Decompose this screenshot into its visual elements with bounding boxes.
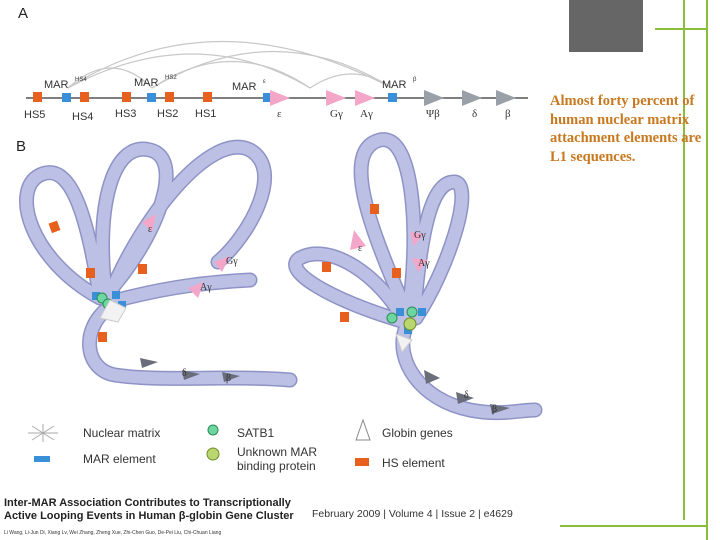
hs-labels: HS5 HS4 HS3 HS2 HS1	[24, 108, 216, 123]
unknown-mar-protein-icon	[206, 447, 220, 461]
figure-legend: Nuclear matrix SATB1 Globin genes MAR el…	[28, 418, 453, 473]
mar-label: MAR	[134, 77, 159, 89]
panel-a-label: A	[18, 5, 28, 22]
panel-b-label: B	[16, 138, 26, 155]
loop-label: δ	[464, 390, 469, 401]
hs-label: HS2	[157, 108, 178, 120]
chromatin-loops-right	[288, 132, 543, 421]
loop-label: β	[226, 373, 231, 384]
legend-mar-element: MAR element	[83, 452, 156, 466]
journal-info: February 2009 | Volume 4 | Issue 2 | e46…	[312, 508, 513, 520]
loop-label: Gγ	[414, 230, 426, 241]
gene-label: δ	[472, 108, 477, 120]
mar-label: MAR	[382, 79, 407, 91]
slide-caption: Almost forty percent of human nuclear ma…	[550, 93, 702, 165]
legend-satb1: SATB1	[237, 426, 274, 440]
gene-label: Ψβ	[426, 108, 440, 120]
gene-label: Aγ	[360, 108, 373, 120]
mar-superscript: HS4	[75, 77, 87, 83]
loop-label: ε	[358, 243, 362, 254]
legend-unknown-mar: Unknown MAR binding protein	[237, 445, 320, 473]
mar-superscript: HS2	[165, 75, 177, 81]
hs-label: HS1	[195, 108, 216, 120]
legend-hs-element: HS element	[382, 456, 445, 470]
decorative-accent-line	[683, 0, 685, 520]
mar-elements	[62, 93, 397, 102]
satb1-icon	[207, 424, 219, 436]
gene-label: Gγ	[330, 108, 343, 120]
loop-label: ε	[148, 224, 152, 235]
hs-element-icon	[355, 458, 369, 466]
chromatin-loops-left	[19, 139, 298, 388]
globin-gene-arrows	[270, 90, 516, 106]
mar-element-icon	[34, 456, 50, 462]
citation-block	[0, 484, 290, 540]
mar-superscript: β	[413, 77, 417, 83]
legend-globin-genes: Globin genes	[382, 426, 453, 440]
hs-label: HS5	[24, 109, 45, 121]
nuclear-matrix-icon	[28, 424, 58, 442]
citation-authors: Li Wang, Li-Jun Di, Xiang Lv, Wei Zhang,…	[4, 530, 222, 536]
loop-label: δ	[182, 368, 187, 379]
legend-nuclear-matrix: Nuclear matrix	[83, 426, 160, 440]
mar-labels: MAR HS4 MAR HS2 MAR ε MAR β	[44, 75, 417, 93]
figure-beta-globin-looping: A MAR HS4 MAR HS2 MAR ε MAR β	[16, 5, 543, 473]
decorative-accent-line	[706, 0, 708, 540]
interaction-arcs	[67, 41, 393, 89]
mar-label: MAR	[44, 79, 69, 91]
loop-label: β	[492, 404, 497, 415]
loop-gene-labels: ε Gγ Aγ δ β ε Gγ Aγ δ β	[148, 224, 497, 415]
globin-gene-icon	[355, 418, 371, 441]
mar-label: MAR	[232, 81, 257, 93]
loop-label: Aγ	[200, 282, 212, 293]
gene-labels: ε Gγ Aγ Ψβ δ β	[277, 108, 511, 120]
loop-label: Gγ	[226, 256, 238, 267]
hs-label: HS4	[72, 111, 93, 123]
decorative-gray-block	[569, 0, 643, 52]
decorative-accent-line	[655, 28, 707, 30]
gene-label: ε	[277, 108, 282, 120]
gene-label: β	[505, 108, 511, 120]
citation-title: Inter-MAR Association Contributes to Tra…	[4, 497, 294, 522]
hs-label: HS3	[115, 108, 136, 120]
mar-superscript: ε	[263, 79, 266, 85]
loop-label: Aγ	[418, 258, 430, 269]
hs-elements	[33, 92, 212, 102]
